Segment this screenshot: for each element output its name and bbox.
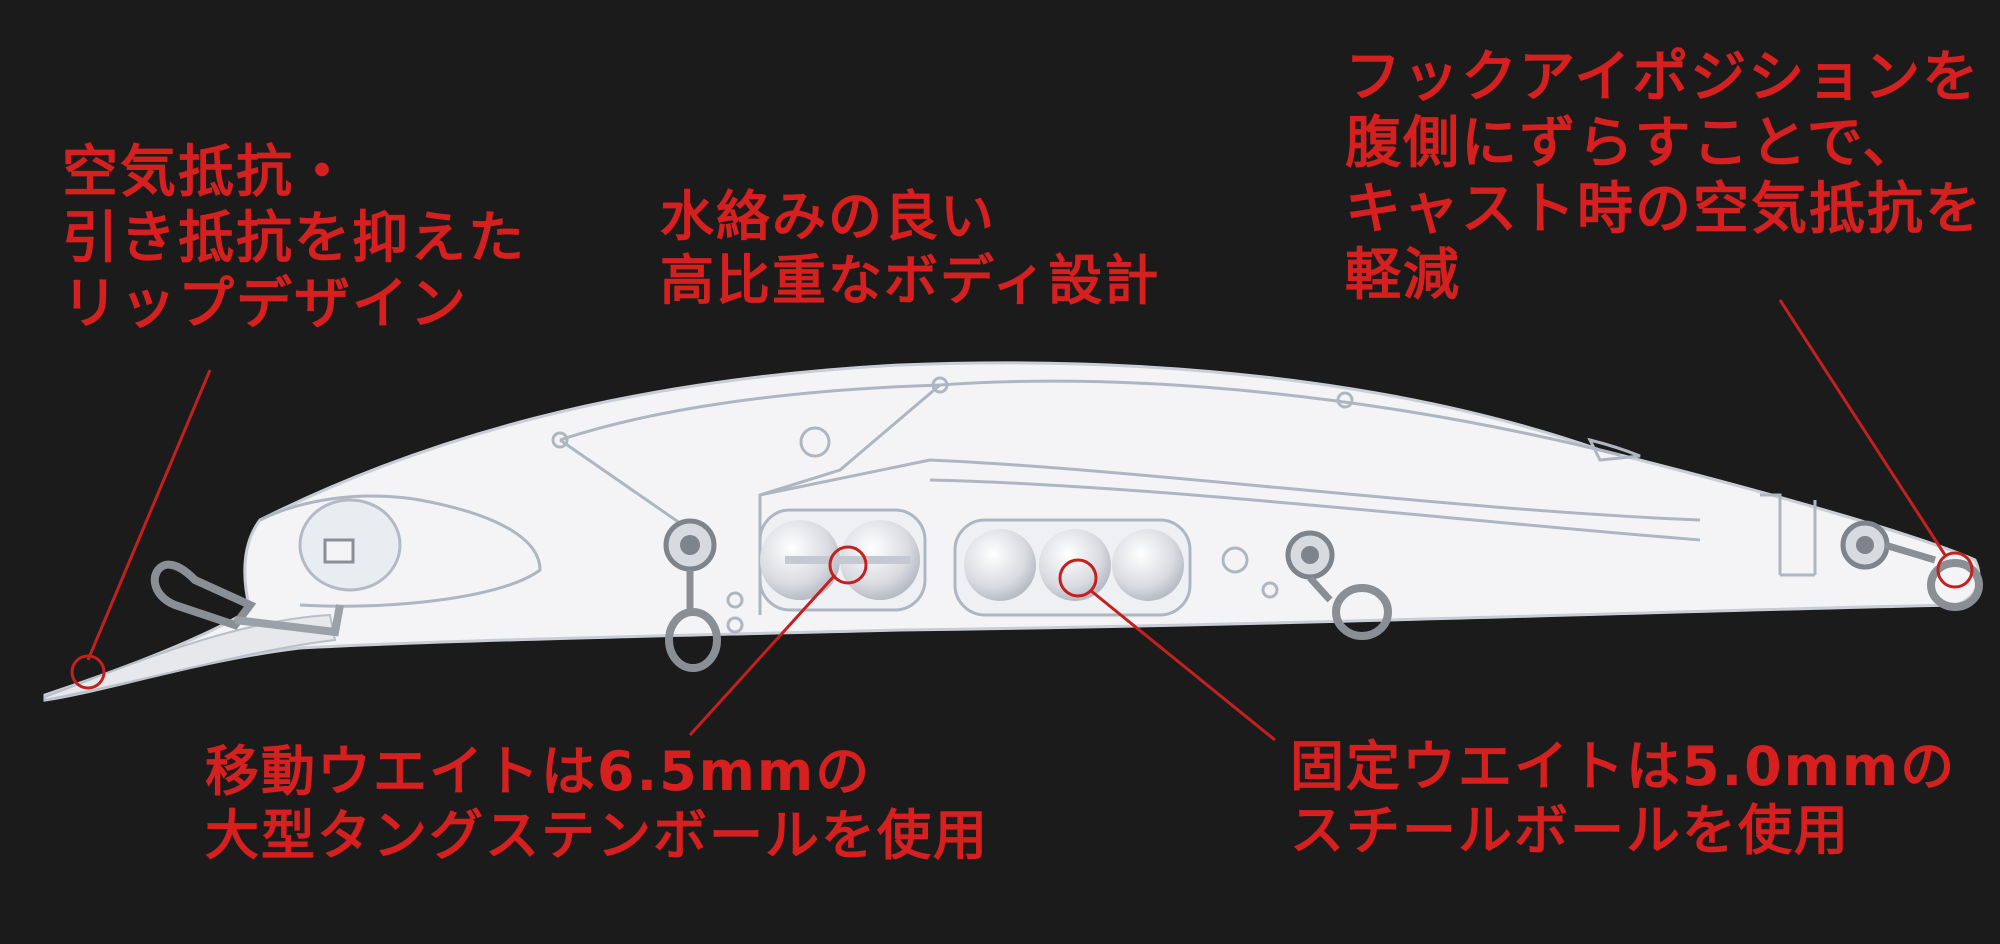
- moving-weight-callout: 移動ウエイトは6.5mmの 大型タングステンボールを使用: [205, 740, 989, 867]
- hook-callout-line-3: キャスト時の空気抵抗を: [1345, 177, 1983, 243]
- fixed-callout-line-1: 固定ウエイトは5.0mmの: [1290, 735, 1957, 798]
- lip-hardware: [234, 604, 344, 637]
- fixed-callout-line-2: スチールボールを使用: [1290, 798, 1850, 862]
- lip-callout-line-1: 空気抵抗・: [62, 140, 352, 205]
- hook-callout-line-1: フックアイポジションを: [1345, 45, 1981, 110]
- lure-head-outline: [259, 494, 542, 608]
- rear-hook-hanger: [1285, 530, 1392, 640]
- hook-callout-line-2: 腹側にずらすことで、: [1345, 111, 1921, 177]
- lure-body-holes: [551, 376, 1354, 634]
- moving-callout-line-1: 移動ウエイトは6.5mmの: [205, 740, 872, 803]
- body-callout-line-1: 水絡みの良い: [660, 185, 996, 248]
- steel-balls: [964, 529, 1184, 601]
- fixed-weight-callout: 固定ウエイトは5.0mmの スチールボールを使用: [1290, 735, 1956, 862]
- body-design-callout: 水絡みの良い 高比重なボディ設計: [660, 185, 1160, 312]
- lure-head-insert: [323, 538, 355, 564]
- callout-leaders: [70, 299, 1974, 742]
- lip-callout-line-3: リップデザイン: [62, 272, 468, 338]
- hook-callout-line-4: 軽減: [1345, 243, 1461, 309]
- moving-callout-line-2: 大型タングステンボールを使用: [205, 803, 989, 867]
- line-tie: [150, 560, 257, 630]
- body-callout-line-2: 高比重なボディ設計: [660, 248, 1161, 312]
- lip-design-callout: 空気抵抗・ 引き抵抗を抑えた リップデザイン: [62, 140, 526, 338]
- tail-hook-eye: [1840, 520, 1983, 611]
- lure-lip: [44, 613, 337, 702]
- front-hook-hanger: [663, 518, 721, 672]
- lip-callout-line-2: 引き抵抗を抑えた: [62, 206, 526, 272]
- hook-eye-callout: フックアイポジションを 腹側にずらすことで、 キャスト時の空気抵抗を 軽減: [1345, 45, 1983, 309]
